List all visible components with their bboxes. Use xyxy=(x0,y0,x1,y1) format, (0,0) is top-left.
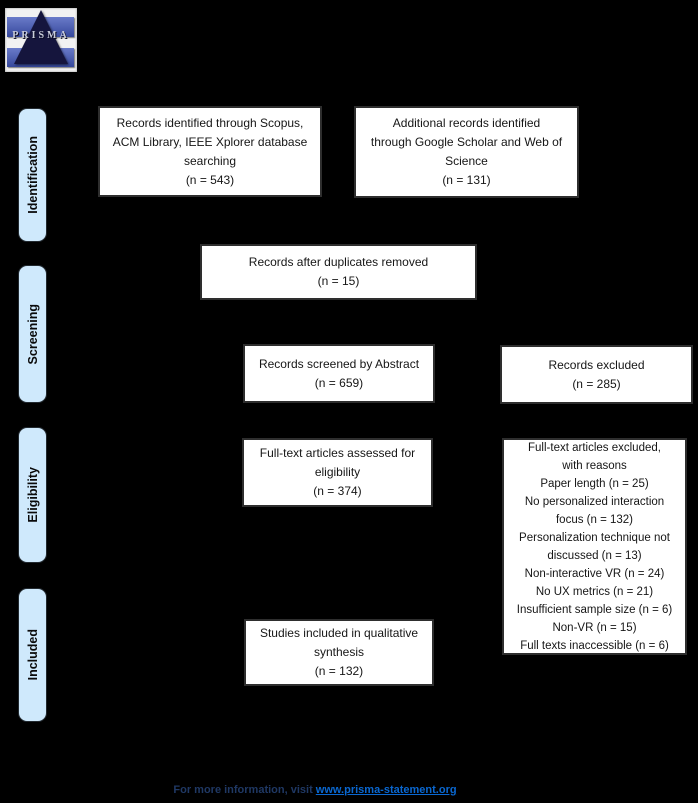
prisma-statement-link[interactable]: www.prisma-statement.org xyxy=(315,784,457,796)
stage-label-eligibility: Eligibility xyxy=(18,427,47,563)
stage-label-included: Included xyxy=(18,588,47,722)
logo-triangle-icon xyxy=(14,10,68,64)
footer-text: For more information, visit xyxy=(173,784,316,796)
stage-label-text: Included xyxy=(25,629,40,681)
footer-note: For more information, visit www.prisma-s… xyxy=(0,784,630,796)
stage-label-text: Identification xyxy=(25,136,40,214)
stage-label-identification: Identification xyxy=(18,108,47,242)
flow-box-fulltext-excluded-reasons: Full-text articles excluded, with reason… xyxy=(502,438,687,655)
flow-box-records-after-duplicates: Records after duplicates removed (n = 15… xyxy=(200,244,477,300)
logo-wordmark: PRISMA xyxy=(12,30,70,41)
flow-box-studies-included: Studies included in qualitative synthesi… xyxy=(244,619,434,686)
flow-box-records-identified-databases: Records identified through Scopus, ACM L… xyxy=(98,106,322,197)
flow-box-records-additional-sources: Additional records identified through Go… xyxy=(354,106,579,198)
prisma-logo: PRISMA xyxy=(5,8,77,72)
flow-box-fulltext-assessed: Full-text articles assessed for eligibil… xyxy=(242,438,433,507)
stage-label-text: Eligibility xyxy=(25,467,40,523)
flow-box-records-screened: Records screened by Abstract (n = 659) xyxy=(243,344,435,403)
stage-label-text: Screening xyxy=(25,303,40,365)
stage-label-screening: Screening xyxy=(18,265,47,403)
flow-box-records-excluded: Records excluded (n = 285) xyxy=(500,345,693,404)
